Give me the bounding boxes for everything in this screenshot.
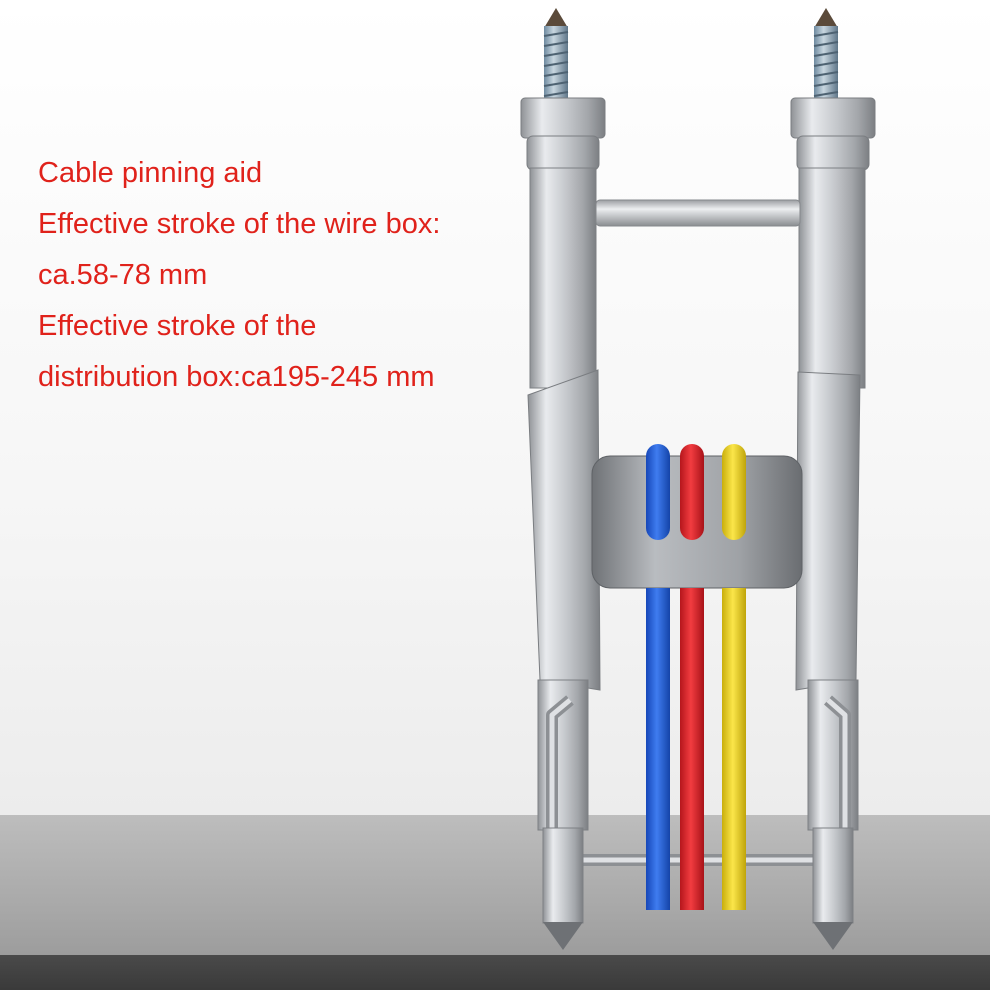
floor-base [0,955,990,990]
left-hex-nut [520,97,606,171]
caption-line-wire-box-range: ca.58-78 mm [38,259,208,291]
right-hex-nut [790,97,876,171]
blue-cable [646,444,670,910]
caption-line-title: Cable pinning aid [38,157,263,189]
left-clamp-plate [527,369,601,691]
upper-crossbar [595,199,801,227]
product-caption: Cable pinning aid Effective stroke of th… [38,148,508,403]
right-pin-tip [812,827,854,950]
left-pin-tip [542,827,584,950]
red-cable [680,444,704,910]
caption-line-distribution-box: Effective stroke of the [38,310,317,342]
yellow-cable [722,444,746,910]
caption-line-distribution-box-range: distribution box:ca195-245 mm [38,361,435,393]
left-upper-tube [529,167,597,389]
right-clamp-plate [795,371,861,691]
right-upper-tube [798,167,866,389]
right-threaded-stud [813,8,839,100]
left-threaded-stud [543,8,569,100]
caption-line-wire-box: Effective stroke of the wire box: [38,208,441,240]
